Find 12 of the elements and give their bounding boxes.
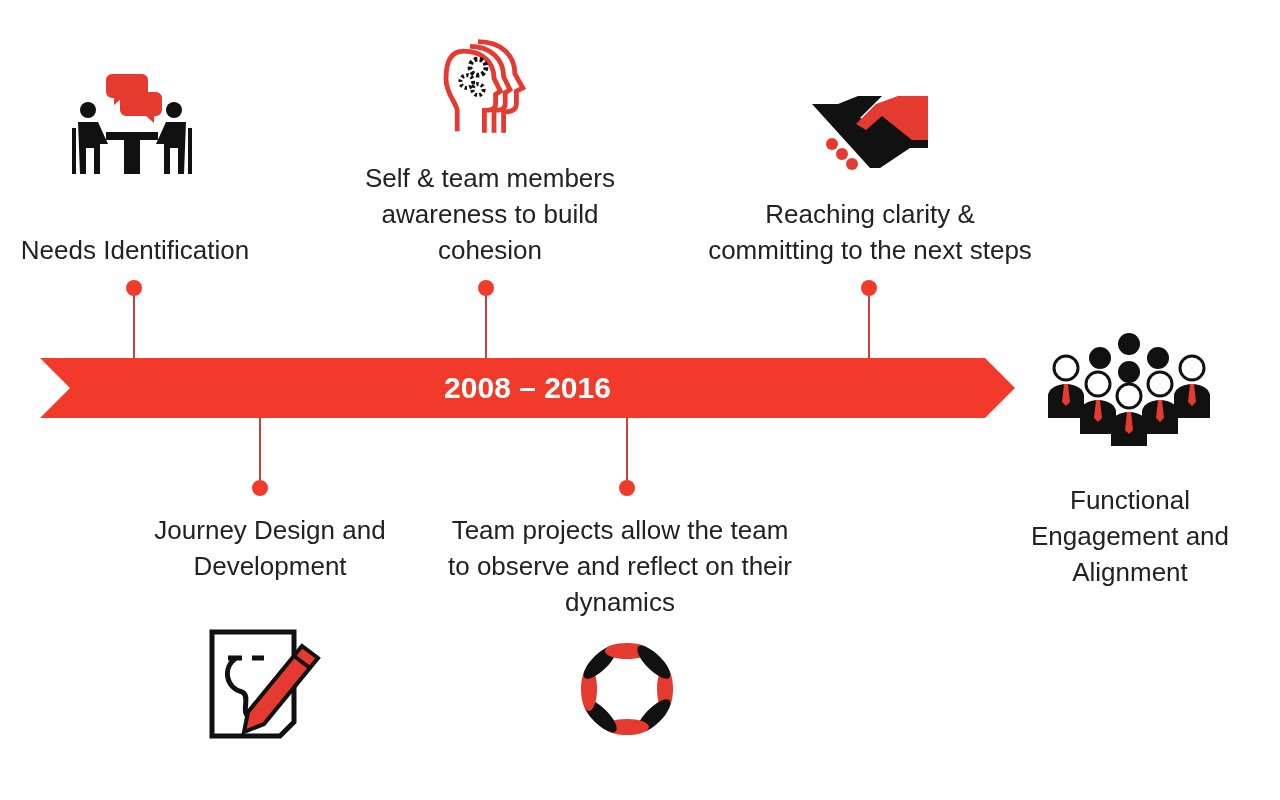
milestone-label: Self & team members awareness to build cohesion [364, 162, 616, 267]
milestone-label: Journey Design and Development [153, 514, 387, 583]
stem-line [619, 417, 635, 496]
milestone-label: Functional Engagement and Alignment [1029, 484, 1230, 589]
date-range-label: 2008 – 2016 [444, 371, 611, 405]
stem-line [126, 280, 142, 359]
stem-line [252, 417, 268, 496]
milestone-label: Needs Identification [20, 234, 250, 267]
stem-line [478, 280, 494, 359]
milestone-label: Team projects allow the team to observe and reflect on their dynamics [447, 514, 793, 619]
stem-line [861, 280, 877, 359]
milestone-label: Reaching clarity & committing to the next steps [707, 198, 1033, 267]
